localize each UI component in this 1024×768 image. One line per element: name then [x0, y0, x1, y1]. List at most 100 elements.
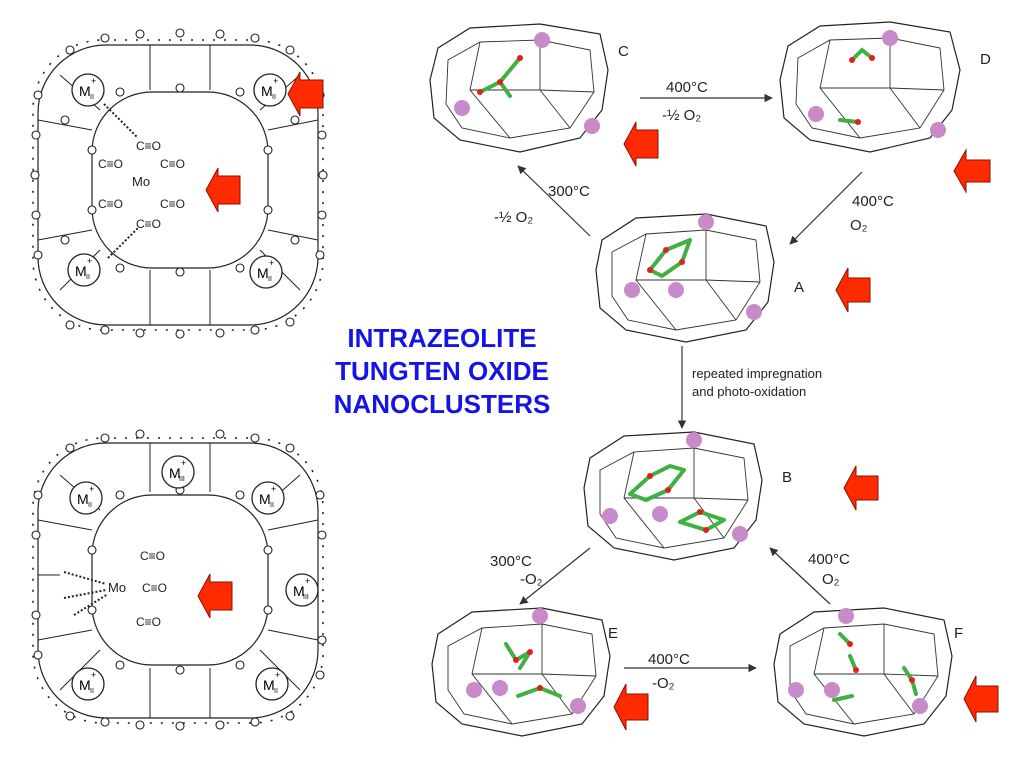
- label-C-D-temp: 400°C: [666, 79, 708, 96]
- svg-text:C≡O: C≡O: [136, 139, 161, 153]
- zeolite-supercage-bottom: M + II M + III M + II M + III M + II: [31, 429, 327, 731]
- svg-text:+: +: [91, 670, 96, 680]
- svg-text:+: +: [91, 76, 96, 86]
- title-line-1: INTRAZEOLITE: [347, 323, 537, 353]
- red-arrow-icon: [197, 573, 233, 619]
- svg-text:M: M: [257, 265, 269, 281]
- svg-text:II: II: [90, 688, 94, 695]
- svg-text:M: M: [75, 263, 87, 279]
- transition-arrows: [517, 93, 863, 673]
- label-E-F-temp: 400°C: [648, 651, 690, 668]
- cation-top-right: M + II: [251, 481, 285, 515]
- label-A-B-line1: repeated impregnation: [692, 366, 822, 381]
- cage-D: D: [779, 21, 991, 153]
- cage-E: E: [431, 607, 618, 737]
- svg-text:II: II: [86, 274, 90, 281]
- label-D-A-cond: O₂: [850, 217, 868, 234]
- zeolite-supercage-top: M + II M + II M + II M + II Mo C≡O C≡O: [30, 28, 328, 339]
- mo-center-label: Mo: [108, 580, 126, 595]
- cage-F: F: [773, 607, 963, 737]
- cage-label-D: D: [980, 51, 991, 68]
- svg-text:+: +: [305, 576, 310, 586]
- framework-outer-line: [37, 44, 319, 326]
- cation-top-left: M + II: [71, 73, 105, 107]
- svg-text:+: +: [271, 484, 276, 494]
- label-E-F-cond: -O₂: [652, 675, 675, 692]
- mo-tricarbonyl: Mo C≡O C≡O C≡O: [108, 549, 167, 629]
- framework-oxygen-nodes: [31, 429, 327, 731]
- transition-labels: 400°C -½ O₂ 300°C -½ O₂ 400°C O₂ repeate…: [490, 79, 894, 692]
- cation-right: M + III: [285, 573, 319, 607]
- svg-text:II: II: [274, 688, 278, 695]
- cage-label-E: E: [608, 625, 618, 642]
- svg-text:III: III: [303, 594, 309, 601]
- cage-label-A: A: [794, 279, 804, 296]
- red-arrow-icon: [835, 267, 871, 313]
- red-arrow-icon: [613, 683, 649, 731]
- cage-label-B: B: [782, 469, 792, 486]
- cage-B: B: [583, 431, 792, 561]
- label-F-B-cond: O₂: [822, 571, 840, 588]
- svg-text:C≡O: C≡O: [98, 157, 123, 171]
- label-D-A-temp: 400°C: [852, 193, 894, 210]
- svg-text:+: +: [181, 458, 186, 468]
- mo-center-label: Mo: [132, 174, 150, 189]
- svg-text:M: M: [259, 491, 271, 507]
- svg-text:C≡O: C≡O: [98, 197, 123, 211]
- label-C-D-cond: -½ O₂: [662, 107, 701, 124]
- framework-bridges: [37, 443, 319, 718]
- arrow-F-to-B: [769, 547, 831, 605]
- cation-top-left: M + II: [69, 481, 103, 515]
- svg-text:+: +: [89, 484, 94, 494]
- label-A-C-cond: -½ O₂: [494, 209, 533, 226]
- cation-bottom-right: M + II: [255, 667, 289, 701]
- arrow-D-to-A: [789, 171, 863, 245]
- cation-top-right: M + II: [253, 73, 287, 107]
- red-arrow-icon: [953, 148, 991, 194]
- red-arrow-icon: [205, 167, 241, 213]
- framework-oxygen-nodes: [30, 28, 328, 339]
- diagram-title: INTRAZEOLITE TUNGTEN OXIDE NANOCLUSTERS: [282, 322, 602, 421]
- svg-text:M: M: [293, 583, 305, 599]
- svg-text:M: M: [169, 465, 181, 481]
- mo-hexacarbonyl: Mo C≡O C≡O C≡O C≡O C≡O C≡O: [98, 139, 185, 231]
- svg-text:II: II: [90, 94, 94, 101]
- svg-text:M: M: [77, 491, 89, 507]
- label-B-E-cond: -O₂: [520, 571, 543, 588]
- title-line-3: NANOCLUSTERS: [333, 389, 551, 419]
- svg-text:II: II: [270, 502, 274, 509]
- cation-bottom-left: M + II: [67, 253, 101, 287]
- svg-text:II: II: [268, 276, 272, 283]
- cation-bottom-left: M + II: [71, 667, 105, 701]
- svg-text:M: M: [263, 677, 275, 693]
- svg-text:M: M: [79, 83, 91, 99]
- svg-text:+: +: [273, 76, 278, 86]
- svg-text:+: +: [275, 670, 280, 680]
- cage-A: A: [595, 213, 804, 343]
- dative-bonds: [103, 103, 139, 259]
- label-A-C-temp: 300°C: [548, 183, 590, 200]
- dative-bonds: [63, 571, 109, 616]
- cage-C: C: [429, 23, 629, 153]
- cage-label-F: F: [954, 625, 963, 642]
- red-arrow-icon: [843, 465, 879, 511]
- svg-text:II: II: [272, 94, 276, 101]
- svg-text:II: II: [88, 502, 92, 509]
- red-arrow-icon: [287, 71, 324, 117]
- cation-bottom-right: M + II: [249, 255, 283, 289]
- label-A-B-line2: and photo-oxidation: [692, 384, 806, 399]
- svg-text:+: +: [87, 256, 92, 266]
- cage-label-C: C: [618, 43, 629, 60]
- title-line-2: TUNGTEN OXIDE: [335, 356, 549, 386]
- svg-text:C≡O: C≡O: [142, 581, 167, 595]
- svg-text:C≡O: C≡O: [136, 615, 161, 629]
- svg-text:C≡O: C≡O: [160, 197, 185, 211]
- svg-text:III: III: [179, 476, 185, 483]
- cation-top-center: M + III: [161, 455, 195, 489]
- label-F-B-temp: 400°C: [808, 551, 850, 568]
- red-arrow-icon: [963, 675, 999, 723]
- label-B-E-temp: 300°C: [490, 553, 532, 570]
- red-arrow-icon: [623, 121, 659, 167]
- highlight-arrows: [197, 71, 999, 731]
